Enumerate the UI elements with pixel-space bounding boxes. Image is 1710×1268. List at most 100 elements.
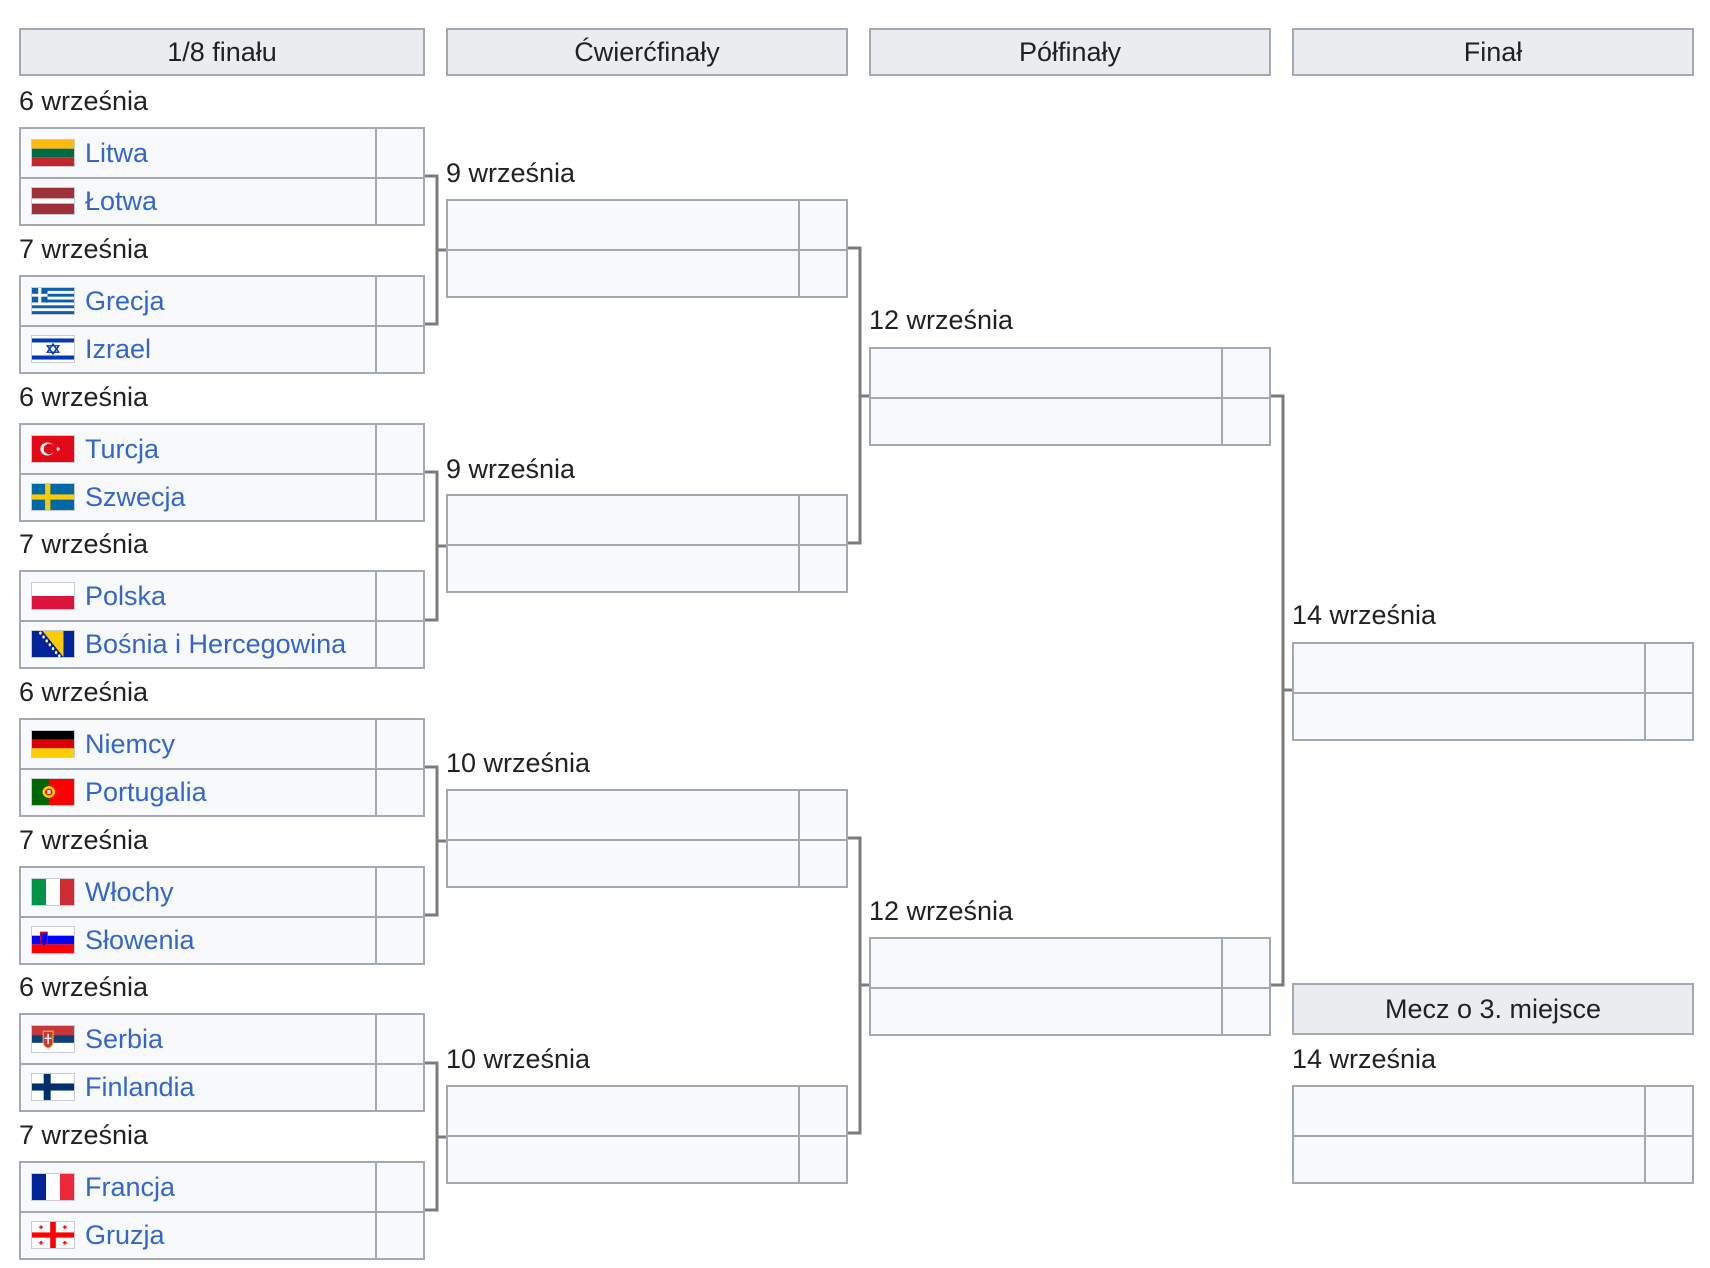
header-semifinals: Półfinały [869, 28, 1271, 76]
r16-match-7-date: 6 września [19, 972, 149, 1002]
header-final: Finał [1292, 28, 1694, 76]
team-slot: Łotwa [21, 178, 375, 224]
qf-match-2-date: 9 września [446, 454, 576, 484]
score-cell [375, 1212, 423, 1258]
team-row [448, 1136, 846, 1182]
team-slot [448, 791, 798, 839]
team-row [448, 1087, 846, 1137]
team-name-link[interactable]: Francja [85, 1171, 176, 1202]
sweden-flag-icon [31, 483, 75, 511]
r16-match-3: Turcja Szwecja [19, 423, 425, 522]
team-slot: Turcja [21, 425, 375, 473]
score-cell [375, 1064, 423, 1110]
team-name-link[interactable]: Słowenia [85, 924, 195, 955]
team-name-link[interactable]: Litwa [85, 137, 149, 168]
third-place-match [1292, 1085, 1694, 1184]
poland-flag-icon [31, 582, 75, 610]
sf-match-1-date: 12 września [869, 305, 1014, 335]
team-slot: Słowenia [21, 917, 375, 963]
team-name-link[interactable]: Izrael [85, 333, 152, 364]
team-row [1294, 644, 1692, 694]
team-row: Litwa [21, 129, 423, 179]
team-name-link[interactable]: Gruzja [85, 1219, 165, 1250]
score-cell [375, 178, 423, 224]
r16-match-6-date: 7 września [19, 825, 149, 855]
third-place-header: Mecz o 3. miejsce [1292, 983, 1694, 1035]
score-cell [798, 545, 846, 591]
header-quarterfinals: Ćwierćfinały [446, 28, 848, 76]
sf-match-2-date: 12 września [869, 896, 1014, 926]
team-name-link[interactable]: Finlandia [85, 1071, 195, 1102]
team-row: Portugalia [21, 769, 423, 815]
team-row: Słowenia [21, 917, 423, 963]
team-row: Francja [21, 1163, 423, 1213]
team-slot [871, 939, 1221, 987]
team-slot [871, 988, 1221, 1034]
team-name-link[interactable]: Portugalia [85, 776, 207, 807]
team-name-link[interactable]: Włochy [85, 876, 174, 907]
score-cell [375, 720, 423, 768]
team-slot [1294, 1136, 1644, 1182]
r16-match-4: Polska Bośnia i Hercegowina [19, 570, 425, 669]
score-cell [1221, 939, 1269, 987]
france-flag-icon [31, 1173, 75, 1201]
portugal-flag-icon [31, 778, 75, 806]
score-cell [798, 201, 846, 249]
team-slot: Litwa [21, 129, 375, 177]
team-row: Serbia [21, 1015, 423, 1065]
r16-match-8-date: 7 września [19, 1120, 149, 1150]
team-row [448, 201, 846, 251]
score-cell [375, 868, 423, 916]
team-row: Gruzja [21, 1212, 423, 1258]
score-cell [798, 496, 846, 544]
score-cell [1221, 988, 1269, 1034]
turkey-flag-icon [31, 435, 75, 463]
finland-flag-icon [31, 1073, 75, 1101]
italy-flag-icon [31, 878, 75, 906]
team-name-link[interactable]: Turcja [85, 433, 160, 464]
lithuania-flag-icon [31, 139, 75, 167]
final-match [1292, 642, 1694, 741]
score-cell [375, 917, 423, 963]
serbia-flag-icon [31, 1025, 75, 1053]
qf-match-3-date: 10 września [446, 748, 591, 778]
team-row: Niemcy [21, 720, 423, 770]
score-cell [798, 791, 846, 839]
score-cell [798, 1087, 846, 1135]
team-name-link[interactable]: Łotwa [85, 185, 158, 216]
score-cell [375, 474, 423, 520]
team-name-link[interactable]: Niemcy [85, 728, 176, 759]
team-row: Izrael [21, 326, 423, 372]
qf-match-1-date: 9 września [446, 158, 576, 188]
team-slot [448, 496, 798, 544]
team-slot [448, 250, 798, 296]
team-row: Grecja [21, 277, 423, 327]
final-match-date: 14 września [1292, 600, 1437, 630]
r16-match-1-date: 6 września [19, 86, 149, 116]
team-slot: Izrael [21, 326, 375, 372]
team-row [448, 840, 846, 886]
team-name-link[interactable]: Serbia [85, 1023, 164, 1054]
team-name-link[interactable]: Szwecja [85, 481, 186, 512]
team-row: Polska [21, 572, 423, 622]
r16-match-2-date: 7 września [19, 234, 149, 264]
team-slot: Polska [21, 572, 375, 620]
team-slot [448, 1087, 798, 1135]
georgia-flag-icon [31, 1221, 75, 1249]
r16-match-4-date: 7 września [19, 529, 149, 559]
score-cell [375, 326, 423, 372]
team-row [871, 988, 1269, 1034]
team-name-link[interactable]: Grecja [85, 285, 165, 316]
score-cell [1644, 1087, 1692, 1135]
greece-flag-icon [31, 287, 75, 315]
team-row [871, 939, 1269, 989]
team-name-link[interactable]: Bośnia i Hercegowina [85, 628, 347, 659]
team-name-link[interactable]: Polska [85, 580, 167, 611]
score-cell [798, 250, 846, 296]
team-slot [448, 545, 798, 591]
team-row: Łotwa [21, 178, 423, 224]
team-slot: Grecja [21, 277, 375, 325]
score-cell [798, 1136, 846, 1182]
team-slot: Gruzja [21, 1212, 375, 1258]
